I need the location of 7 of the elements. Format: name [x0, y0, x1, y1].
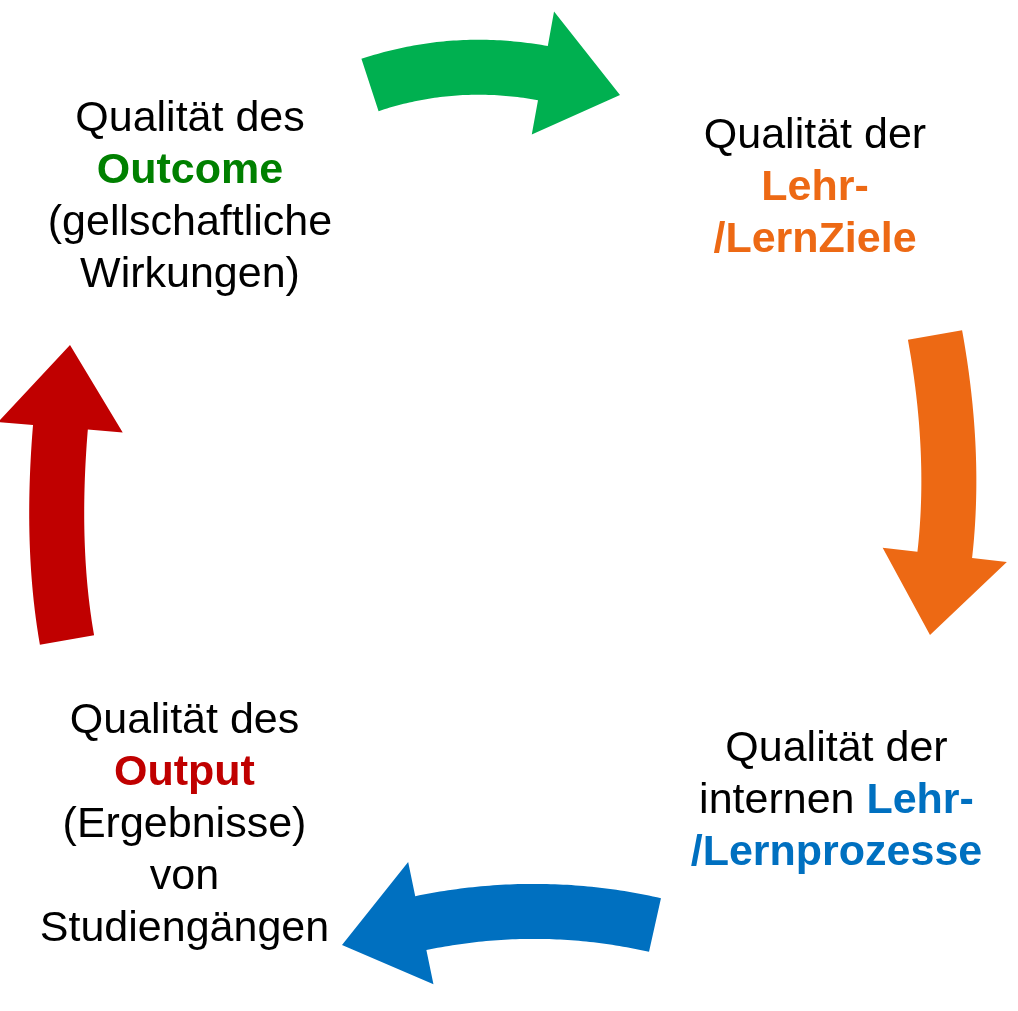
- node-text: Qualität der Lehr- /LernZiele: [702, 108, 928, 263]
- node-text: Qualität des Output (Ergebnisse) von Studiengängen: [38, 693, 331, 952]
- curved-arrow: [342, 861, 661, 985]
- node-text: Qualität der internen Lehr- /Lernprozesse: [689, 721, 984, 876]
- node-text: Qualität des Outcome (gellschaftliche Wirkungen): [46, 91, 334, 298]
- curved-arrow: [882, 330, 1007, 635]
- curved-arrow: [0, 345, 123, 645]
